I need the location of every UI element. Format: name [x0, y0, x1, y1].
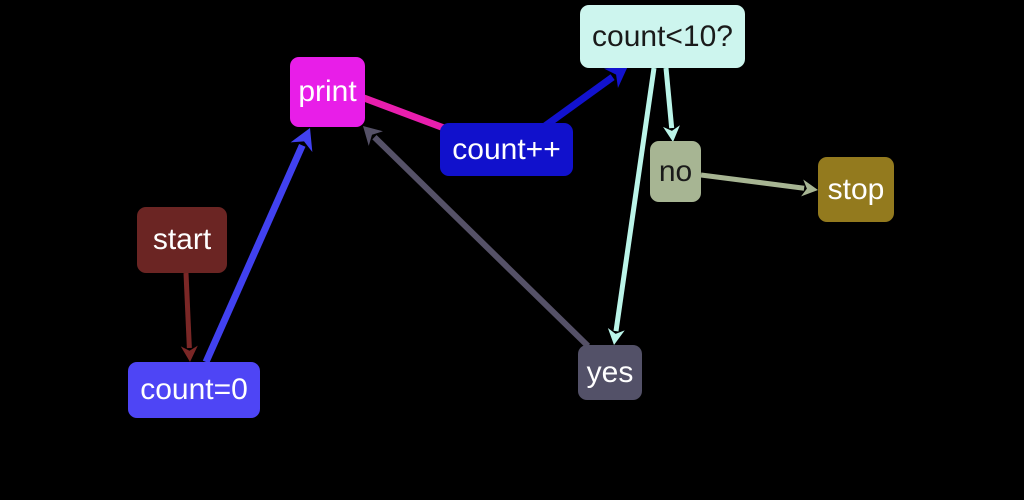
node-label-count0: count=0: [140, 373, 248, 406]
node-start[interactable]: start: [137, 207, 227, 273]
node-label-print: print: [298, 75, 357, 108]
arrowhead: [801, 179, 818, 197]
edge-line: [700, 172, 805, 191]
edge-line: [362, 94, 446, 132]
node-cond[interactable]: count<10?: [580, 5, 745, 68]
arrowhead: [290, 128, 313, 153]
edge-start-to-count0: [180, 272, 198, 362]
node-label-cond: count<10?: [592, 19, 733, 53]
arrowhead: [663, 125, 680, 142]
node-stop[interactable]: stop: [818, 157, 894, 222]
edge-line: [183, 272, 192, 349]
edge-cond-to-no: [663, 67, 680, 142]
node-label-start: start: [152, 223, 212, 256]
node-label-countpp: count++: [452, 132, 561, 166]
edge-countpp-to-cond: [542, 66, 628, 129]
edge-line: [613, 67, 657, 332]
edge-line: [663, 67, 675, 129]
edge-no-to-stop: [700, 172, 818, 197]
node-label-no: no: [658, 154, 693, 188]
node-label-stop: stop: [827, 172, 885, 206]
edge-print-to-countpp: [362, 94, 446, 132]
node-countpp[interactable]: count++: [440, 123, 573, 176]
arrowhead: [607, 327, 625, 345]
arrowhead: [180, 345, 198, 362]
arrowhead: [363, 126, 384, 146]
node-label-yes: yes: [586, 355, 634, 389]
node-count0[interactable]: count=0: [128, 362, 260, 418]
edge-line: [542, 74, 615, 129]
arrowhead: [604, 66, 628, 88]
edge-cond-to-yes: [607, 67, 657, 345]
node-yes[interactable]: yes: [578, 345, 642, 400]
node-no[interactable]: no: [650, 141, 701, 202]
node-print[interactable]: print: [290, 57, 365, 127]
